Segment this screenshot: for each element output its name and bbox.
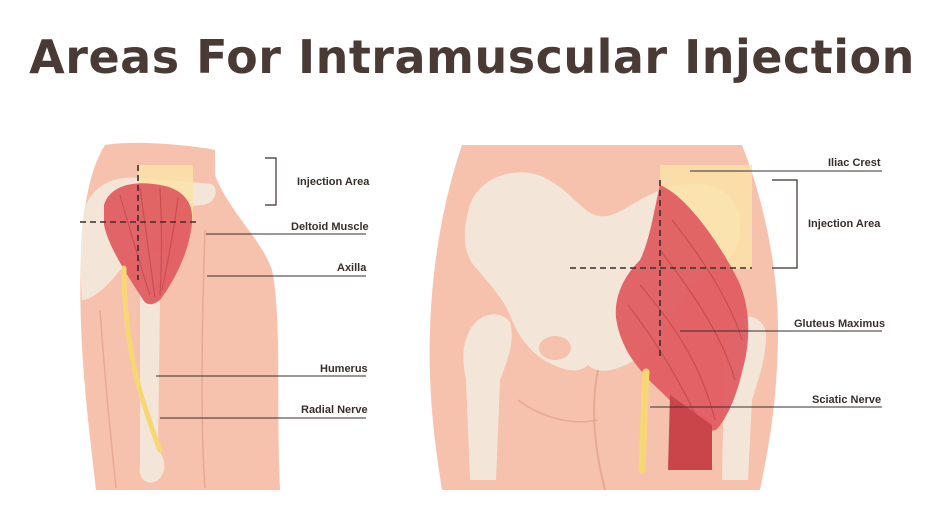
left-injection-bracket: [265, 157, 277, 206]
label-gluteus-maximus: Gluteus Maximus: [794, 318, 886, 330]
obturator-foramen-left: [539, 336, 571, 360]
sciatic-nerve: [638, 368, 650, 474]
label-axilla: Axilla: [337, 262, 367, 274]
gluteal-fold-left: [517, 399, 599, 423]
arm-figure: [80, 142, 366, 490]
gluteal-crease: [593, 369, 606, 491]
radial-nerve: [121, 265, 163, 453]
diagram-title: Areas For Intramuscular Injection: [29, 30, 915, 84]
deltoid-striations: [119, 187, 179, 299]
label-deltoid-muscle: Deltoid Muscle: [291, 221, 369, 233]
gluteus-striations: [627, 219, 743, 426]
arm-contour-back: [201, 229, 206, 489]
right-injection-bracket: [772, 179, 798, 269]
label-humerus: Humerus: [320, 363, 368, 375]
label-sciatic-nerve: Sciatic Nerve: [812, 394, 882, 406]
label-left-injection-area: Injection Area: [297, 176, 370, 188]
arm-contour-front: [99, 309, 117, 489]
label-right-injection-area: Injection Area: [808, 218, 881, 230]
humerus-bone: [138, 248, 168, 483]
pelvis-figure: [429, 145, 882, 491]
label-iliac-crest: Iliac Crest: [828, 157, 881, 169]
label-radial-nerve: Radial Nerve: [301, 404, 368, 416]
hamstring-muscle: [668, 395, 712, 470]
femur-left: [463, 314, 512, 480]
